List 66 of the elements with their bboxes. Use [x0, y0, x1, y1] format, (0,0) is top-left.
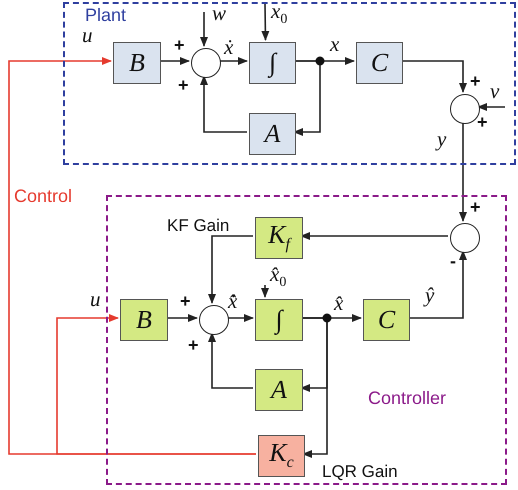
signal-label: x — [330, 33, 340, 56]
signal-arrow — [459, 122, 467, 222]
block-symbol: ∫ — [268, 50, 276, 76]
signal-arrow — [219, 57, 248, 65]
block-symbol: A — [264, 121, 280, 147]
signal-arrow — [56, 314, 256, 455]
sign-label: + — [174, 36, 185, 54]
gain-block — [249, 113, 296, 155]
signal-label: ŷ — [425, 284, 434, 308]
block-caption: LQR Gain — [322, 463, 398, 480]
signal-label: y — [437, 128, 446, 152]
signal-arrow — [166, 314, 198, 322]
signal-arrow — [159, 57, 190, 65]
sign-label: + — [477, 113, 488, 131]
block-symbol: ∫ — [275, 307, 283, 333]
gain-block — [255, 299, 303, 341]
gain-block — [255, 369, 303, 411]
signal-group-label: Control — [14, 187, 72, 205]
signal-arrow — [401, 60, 467, 93]
gain-block — [113, 42, 161, 84]
signal-arrow — [261, 285, 269, 298]
block-symbol: A — [271, 377, 287, 403]
dashed-region — [63, 2, 516, 165]
sign-label: + — [180, 292, 191, 310]
gain-block — [249, 42, 296, 84]
signal-arrow — [301, 317, 328, 458]
signal-arrow — [200, 75, 247, 133]
block-symbol: C — [378, 307, 396, 333]
sign-label: + — [178, 76, 189, 94]
sign-label: + — [188, 336, 199, 354]
signal-arrow — [208, 235, 253, 304]
dashed-region — [106, 195, 507, 485]
signal-label: x$_{0}$ — [271, 0, 288, 28]
signal-label: w — [212, 2, 226, 26]
block-caption: KF Gain — [167, 217, 230, 234]
block-symbol: B — [136, 307, 152, 333]
signal-arrow — [227, 314, 254, 322]
gain-block — [120, 299, 168, 341]
signal-label: ẋ — [224, 36, 234, 60]
gain-block — [356, 42, 403, 84]
gain-block — [258, 435, 305, 477]
signal-label: u — [82, 24, 92, 48]
gain-block — [363, 299, 410, 341]
block-symbol: C — [370, 50, 388, 76]
signal-arrow — [408, 250, 467, 319]
summing-junction — [450, 223, 480, 253]
summing-junction — [191, 48, 221, 78]
sign-label: + — [470, 72, 481, 90]
signal-label: x̂$_{0}$ — [270, 263, 286, 291]
block-symbol: K$_{f}$ — [268, 222, 290, 254]
block-symbol: B — [129, 50, 145, 76]
signal-arrow — [477, 103, 505, 111]
signal-label: x̂̇ — [228, 290, 238, 314]
signal-label: x̂ — [334, 292, 344, 316]
signal-arrow — [208, 332, 253, 389]
region-title: Controller — [368, 389, 446, 407]
signal-label: u — [90, 288, 100, 312]
signal-arrow — [200, 12, 208, 47]
summing-junction — [199, 305, 229, 335]
sign-label: - — [450, 252, 456, 270]
signal-arrow — [261, 4, 270, 41]
block-symbol: K$_{c}$ — [269, 440, 294, 472]
signal-label: v — [490, 80, 500, 104]
region-title: Plant — [85, 6, 126, 24]
sign-label: + — [470, 198, 481, 216]
gain-block — [255, 217, 303, 259]
